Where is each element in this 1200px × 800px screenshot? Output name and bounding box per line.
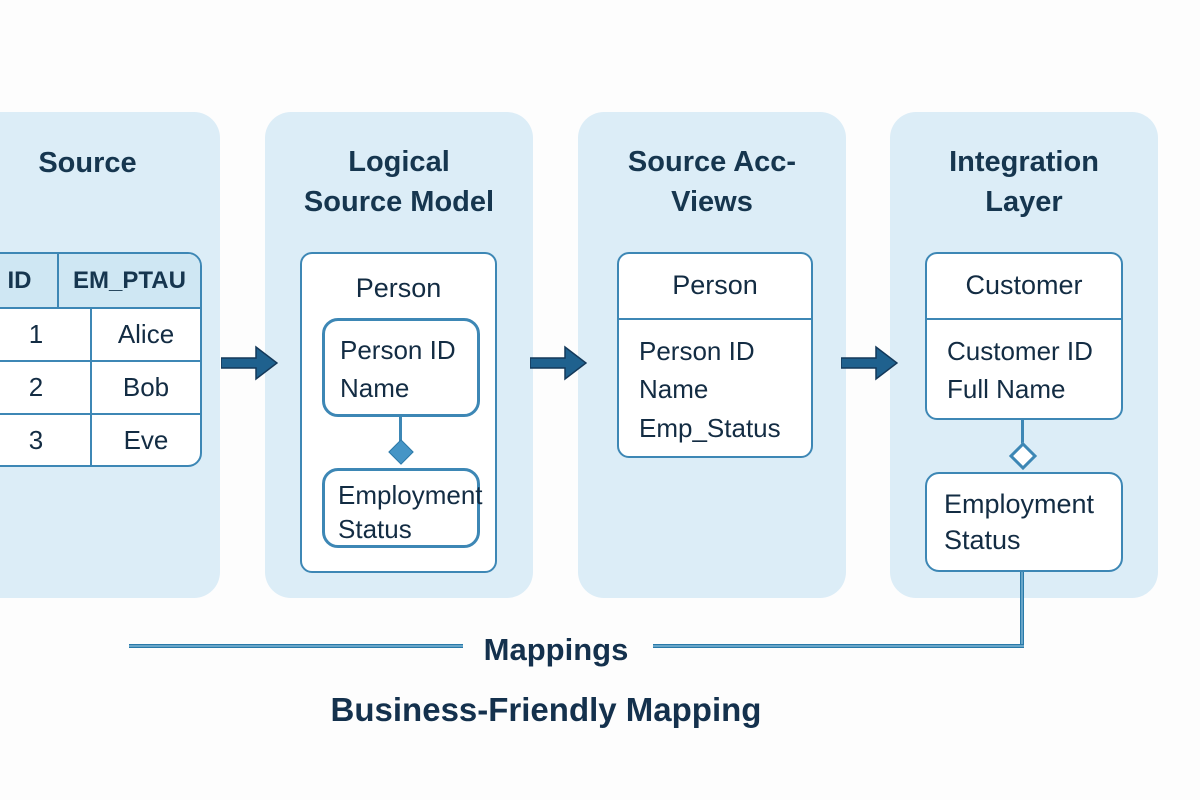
table-cell-id: 3 — [0, 415, 92, 465]
attribute-label: Name — [639, 374, 709, 404]
integration-customer-entity-name: Customer — [965, 270, 1083, 301]
entity-attributes: Person ID Name Emp_Status — [619, 320, 811, 448]
attribute-label: Full Name — [947, 373, 1066, 404]
panel-logical-title-line1: Logical — [348, 146, 450, 178]
mapping-connector-vertical-line — [1020, 572, 1024, 648]
table-cell-value: Alice — [117, 319, 175, 349]
logical-person-attributes-box: Person ID Name — [322, 318, 480, 417]
source-table-header-row: ID EM_PTAU — [0, 254, 200, 309]
flow-arrow-icon — [841, 345, 898, 381]
mapping-connector-left-line — [129, 644, 463, 648]
table-cell-value: Eve — [123, 425, 169, 455]
panel-source-title: Source — [38, 147, 137, 179]
panel-accviews-title-line1: Source Acc- — [627, 146, 797, 178]
panel-logical-title-line2: Source Model — [303, 186, 495, 218]
table-cell-id: 2 — [0, 362, 92, 413]
entity-header: Customer — [927, 254, 1121, 320]
table-cell-value: Bob — [122, 372, 170, 402]
table-row: 2 Bob — [0, 362, 200, 415]
attribute-label: Employment — [338, 480, 483, 510]
entity-attributes: Customer ID Full Name — [927, 320, 1121, 408]
attribute-label: Person ID — [639, 335, 755, 366]
panel-accviews-title-line2: Views — [671, 186, 753, 218]
panel-integration-title-line1: Integration — [949, 146, 1099, 178]
table-cell-id: 1 — [0, 309, 92, 360]
source-table-header-id: ID — [0, 254, 59, 307]
mapping-connector-right-line — [653, 644, 1024, 648]
attribute-label: Customer ID — [947, 335, 1093, 366]
panel-integration-title: Integration Layer — [890, 142, 1158, 222]
flow-arrow-icon — [530, 345, 587, 381]
table-row: 3 Eve — [0, 415, 200, 465]
table-row: 1 Alice — [0, 309, 200, 362]
attribute-label: Emp_Status — [639, 412, 781, 443]
logical-person-entity-name: Person — [355, 273, 442, 303]
attribute-label: Status — [944, 525, 1021, 555]
accviews-person-entity-box: Person Person ID Name Emp_Status — [617, 252, 813, 458]
panel-accviews-title: Source Acc- Views — [578, 142, 846, 222]
integration-employment-status-box: Employment Status — [925, 472, 1123, 572]
integration-relation-line — [1021, 419, 1024, 447]
flow-arrow-icon — [221, 345, 278, 381]
attribute-label: Employment — [944, 489, 1095, 519]
attribute-label: Status — [338, 514, 412, 544]
panel-logical-title: Logical Source Model — [265, 142, 533, 222]
panel-integration-title-line2: Layer — [985, 186, 1063, 218]
entity-header: Person — [619, 254, 811, 320]
integration-customer-entity-box: Customer Customer ID Full Name — [925, 252, 1123, 420]
attribute-label: Name — [340, 373, 410, 403]
attribute-label: Person ID — [340, 335, 456, 365]
mappings-label: Mappings — [483, 632, 629, 667]
logical-relation-line — [399, 417, 402, 444]
logical-employment-status-box: Employment Status — [322, 468, 483, 548]
accviews-person-entity-name: Person — [672, 270, 758, 301]
business-friendly-mapping-label: Business-Friendly Mapping — [330, 691, 762, 728]
source-table: ID EM_PTAU 1 Alice 2 Bob 3 Eve — [0, 252, 202, 467]
source-table-header-emptau: EM_PTAU — [73, 266, 186, 294]
